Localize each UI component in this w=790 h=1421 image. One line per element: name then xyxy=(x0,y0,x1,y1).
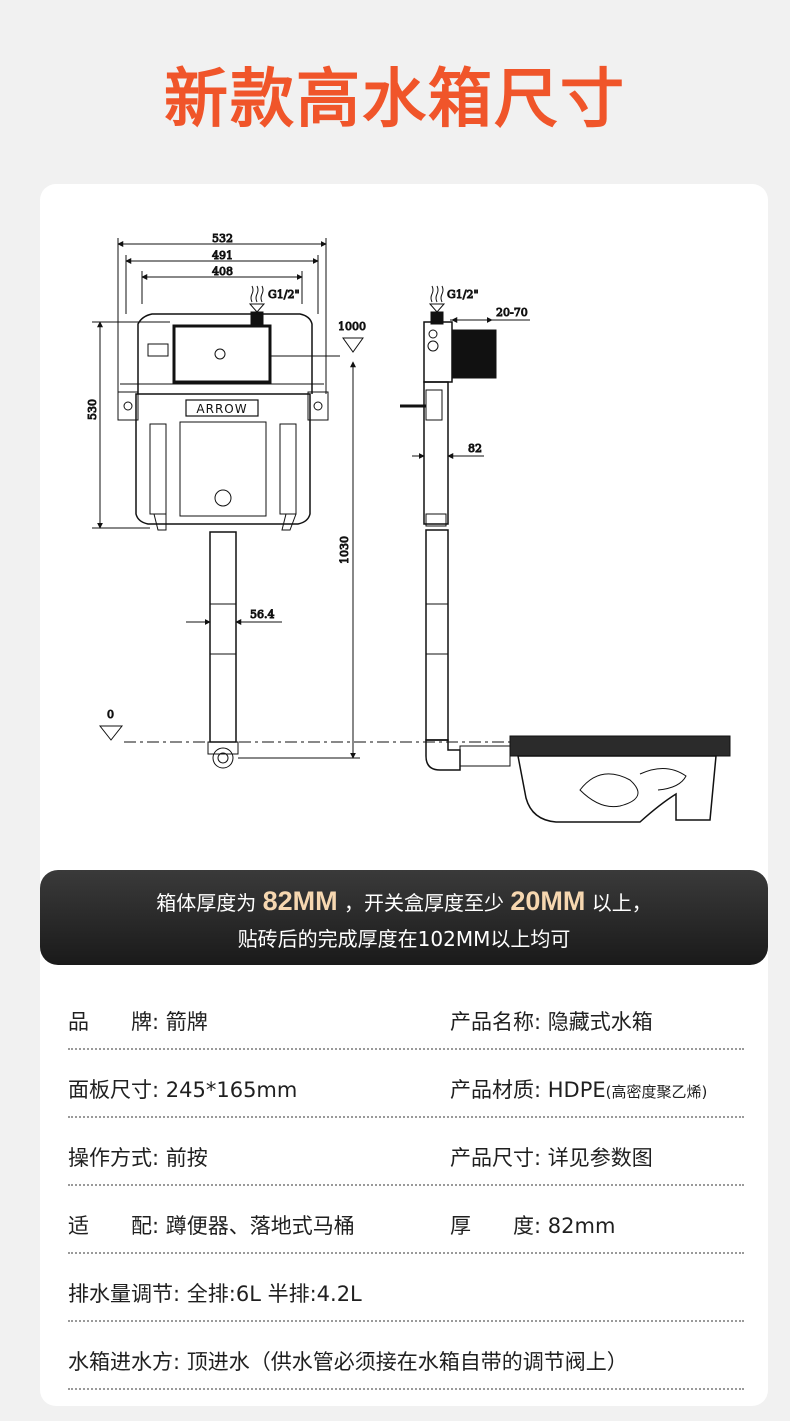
water-inlet-icon xyxy=(248,285,266,325)
spec-value: 箭牌 xyxy=(165,1010,208,1034)
squat-toilet-icon xyxy=(509,735,731,823)
spec-note: (高密度聚乙烯) xyxy=(605,1083,708,1101)
spec-row: 排水量调节: 全排:6L 半排:4.2L xyxy=(68,1266,744,1322)
dim-1030: 1030 xyxy=(338,536,351,564)
spec-label: 厚 度: xyxy=(450,1214,542,1238)
spec-thickness: 厚 度: 82mm xyxy=(450,1198,615,1254)
side-view-tank xyxy=(400,321,511,771)
level-0: 0 xyxy=(107,708,114,721)
spec-label: 品 牌: xyxy=(68,1010,160,1034)
spec-inlet: 水箱进水方: 顶进水（供水管必须接在水箱自带的调节阀上） xyxy=(68,1334,628,1390)
dim-532: 532 xyxy=(212,232,233,245)
content-card xyxy=(40,184,768,1406)
spec-label: 水箱进水方: xyxy=(68,1350,181,1374)
spec-label: 面板尺寸: xyxy=(68,1078,160,1102)
drain-pipe xyxy=(207,531,239,769)
depth-20-70: 20-70 xyxy=(496,306,528,319)
spec-label: 产品材质: xyxy=(450,1078,542,1102)
spec-label: 产品尺寸: xyxy=(450,1146,542,1170)
spec-fit: 适 配: 蹲便器、落地式马桶 xyxy=(68,1198,355,1254)
spec-operation: 操作方式: 前按 xyxy=(68,1130,208,1186)
dim-491: 491 xyxy=(212,249,233,262)
spec-value: 前按 xyxy=(165,1146,208,1170)
spec-value: HDPE xyxy=(547,1078,606,1102)
level-1000: 1000 xyxy=(338,320,366,333)
banner-text-line2: 贴砖后的完成厚度在102MM以上均可 xyxy=(237,927,571,951)
banner-text-1: 箱体厚度为 xyxy=(156,891,257,915)
spec-row: 品 牌: 箭牌 产品名称: 隐藏式水箱 xyxy=(68,994,744,1050)
thickness-banner: 箱体厚度为 82MM ，开关盒厚度至少 20MM 以上， 贴砖后的完成厚度在10… xyxy=(40,870,768,965)
spec-label: 产品名称: xyxy=(450,1010,542,1034)
inlet-side-label: G1/2" xyxy=(447,288,479,301)
spec-product-size: 产品尺寸: 详见参数图 xyxy=(450,1130,653,1186)
banner-text-2: ，开关盒厚度至少 xyxy=(344,891,504,915)
dim-530: 530 xyxy=(86,399,99,420)
spec-product-name: 产品名称: 隐藏式水箱 xyxy=(450,994,653,1050)
spec-row: 适 配: 蹲便器、落地式马桶 厚 度: 82mm xyxy=(68,1198,744,1254)
spec-value: 顶进水（供水管必须接在水箱自带的调节阀上） xyxy=(186,1350,628,1374)
tank-body xyxy=(117,313,329,531)
page-title: 新款高水箱尺寸 xyxy=(164,63,626,137)
inlet-front-label: G1/2" xyxy=(268,288,300,301)
spec-row: 操作方式: 前按 产品尺寸: 详见参数图 xyxy=(68,1130,744,1186)
dim-56-4: 56.4 xyxy=(250,608,275,621)
spec-panel-size: 面板尺寸: 245*165mm xyxy=(68,1062,297,1118)
spec-flush-volume: 排水量调节: 全排:6L 半排:4.2L xyxy=(68,1266,362,1322)
spec-value: 82mm xyxy=(547,1214,616,1238)
spec-label: 排水量调节: xyxy=(68,1282,181,1306)
technical-drawing: 532 491 408 530 G1/2" xyxy=(40,184,768,874)
banner-highlight-20mm: 20MM xyxy=(510,886,586,916)
spec-value: 详见参数图 xyxy=(547,1146,653,1170)
spec-value: 蹲便器、落地式马桶 xyxy=(165,1214,355,1238)
spec-brand: 品 牌: 箭牌 xyxy=(68,994,208,1050)
spec-value: 245*165mm xyxy=(165,1078,298,1102)
width-dimension-lines xyxy=(117,238,327,394)
banner-highlight-82mm: 82MM xyxy=(262,886,338,916)
spec-label: 操作方式: xyxy=(68,1146,160,1170)
spec-label: 适 配: xyxy=(68,1214,160,1238)
water-inlet-side-icon xyxy=(428,285,446,325)
dim-408: 408 xyxy=(212,265,233,278)
spec-row: 面板尺寸: 245*165mm 产品材质: HDPE(高密度聚乙烯) xyxy=(68,1062,744,1118)
spec-value: 全排:6L 半排:4.2L xyxy=(186,1282,362,1306)
banner-text-3: 以上， xyxy=(591,891,652,915)
spec-row: 水箱进水方: 顶进水（供水管必须接在水箱自带的调节阀上） xyxy=(68,1334,744,1390)
depth-82: 82 xyxy=(468,442,482,455)
spec-table: 品 牌: 箭牌 产品名称: 隐藏式水箱 面板尺寸: 245*165mm 产品材质… xyxy=(68,994,744,1402)
spec-value: 隐藏式水箱 xyxy=(547,1010,653,1034)
spec-material: 产品材质: HDPE(高密度聚乙烯) xyxy=(450,1062,707,1120)
brand-plate: ARROW xyxy=(196,402,247,416)
